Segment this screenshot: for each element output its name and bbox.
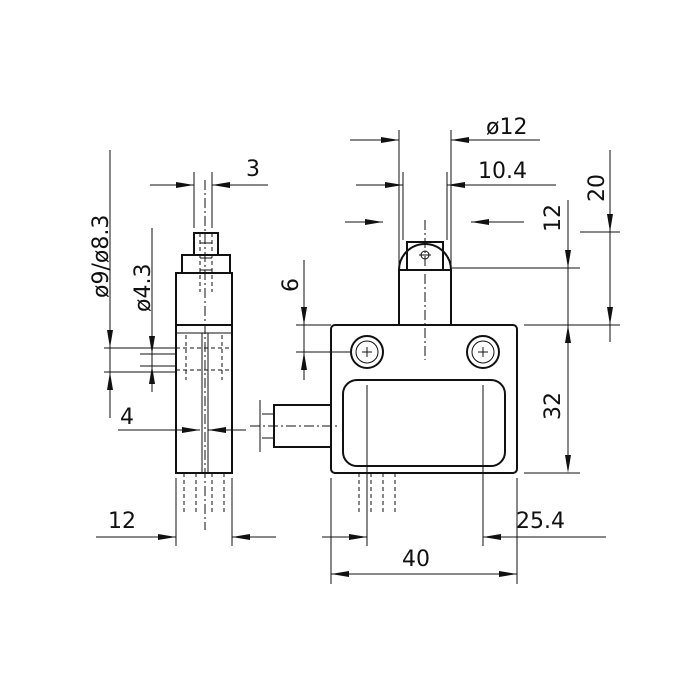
side-view — [175, 180, 233, 530]
dim-side-dia-inner: ø4.3 — [131, 228, 176, 392]
dim-label-front-roller-gap: 12 — [541, 204, 566, 232]
dim-front-roller-dia: ø12 — [350, 115, 540, 268]
front-body — [330, 324, 518, 474]
front-cable-hidden — [358, 473, 396, 512]
dim-label-front-top-height: 20 — [585, 174, 610, 202]
side-plunger-marks — [200, 242, 212, 271]
dim-label-front-mount-hole: 6 — [279, 278, 304, 292]
dim-front-body-width: 40 — [330, 478, 518, 584]
dim-label-front-body-width: 40 — [402, 547, 430, 572]
dim-side-roller-width: 3 — [150, 157, 268, 228]
dim-label-front-roller-dia: ø12 — [486, 115, 527, 140]
dim-front-roller-gap: 12 — [345, 200, 580, 470]
dim-front-hole-spacing: 25.4 — [322, 385, 606, 546]
dim-label-side-dia-outer: ø9/ø8.3 — [89, 215, 114, 298]
dim-label-side-body-width: 12 — [108, 509, 136, 534]
dim-side-cable-offset: 4 — [118, 405, 246, 433]
dim-front-roller-width: 10.4 — [356, 159, 556, 240]
dim-side-dia-outer: ø9/ø8.3 — [89, 150, 176, 418]
dim-label-side-cable-offset: 4 — [120, 405, 134, 430]
dim-front-top-height: 20 — [580, 150, 620, 342]
side-plunger-top — [193, 232, 219, 256]
side-plunger-hidden — [199, 233, 213, 292]
dim-label-front-roller-width: 10.4 — [478, 159, 527, 184]
front-window — [342, 379, 506, 467]
dim-front-mount-hole: 6 — [279, 260, 351, 380]
dim-label-front-hole-spacing: 25.4 — [516, 509, 565, 534]
side-holes-hidden — [176, 335, 232, 380]
dim-label-front-body-height: 32 — [541, 392, 566, 420]
front-screw-left — [350, 335, 384, 369]
side-cable-hidden — [183, 473, 225, 512]
dim-label-side-roller-width: 3 — [246, 157, 260, 182]
dim-label-side-dia-inner: ø4.3 — [131, 264, 156, 312]
dim-front-body-height: 32 — [524, 324, 620, 474]
front-screw-right — [466, 335, 500, 369]
side-upper-body — [175, 272, 233, 326]
dim-side-body-width: 12 — [96, 478, 276, 546]
front-view — [250, 220, 518, 512]
side-lower-body — [175, 324, 233, 474]
